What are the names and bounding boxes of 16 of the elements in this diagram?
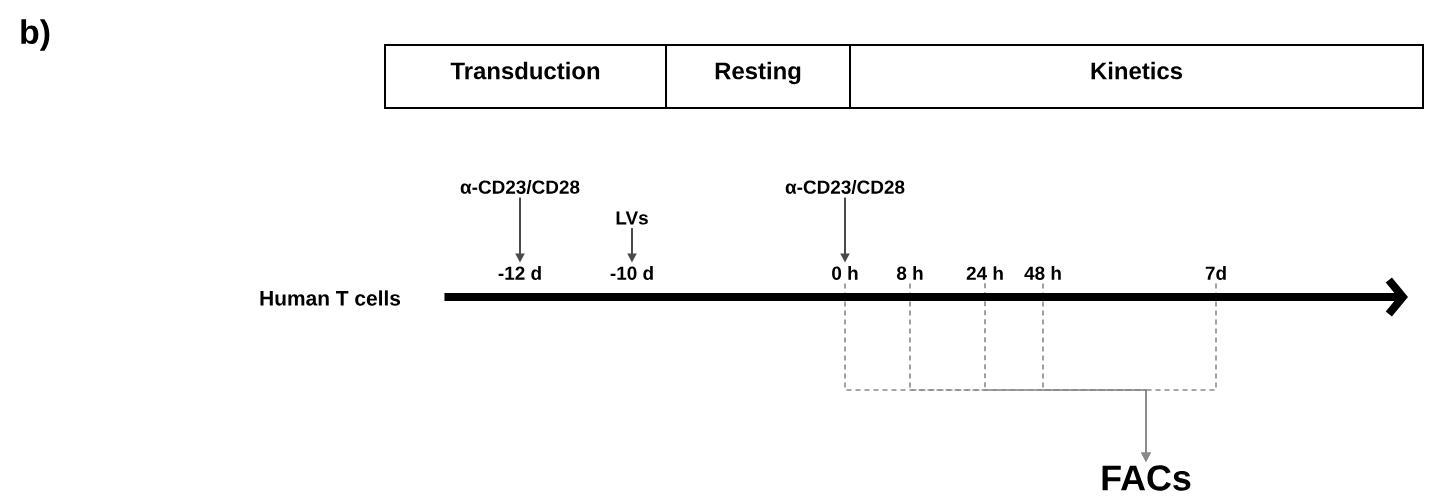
treatment-label: LVs	[616, 211, 648, 225]
timeline-label: Human T cells	[260, 290, 401, 306]
time-point-label: 0 h	[832, 266, 858, 280]
time-point-label: -12 d	[498, 266, 541, 280]
time-point-label: 24 h	[966, 266, 1003, 280]
panel-letter: b)	[21, 19, 50, 51]
treatment-label: α-CD23/CD28	[460, 179, 580, 195]
phase-box: Kinetics	[849, 44, 1424, 109]
phase-box: Resting	[665, 44, 851, 109]
time-point-label: -10 d	[610, 266, 653, 280]
time-point-label: 7d	[1205, 266, 1226, 280]
time-point-label: 8 h	[896, 266, 923, 280]
time-point-label: 48 h	[1024, 266, 1061, 280]
phase-box: Transduction	[384, 44, 667, 109]
treatment-label: α-CD23/CD28	[785, 179, 905, 195]
readout-label: FACs	[1102, 465, 1191, 491]
